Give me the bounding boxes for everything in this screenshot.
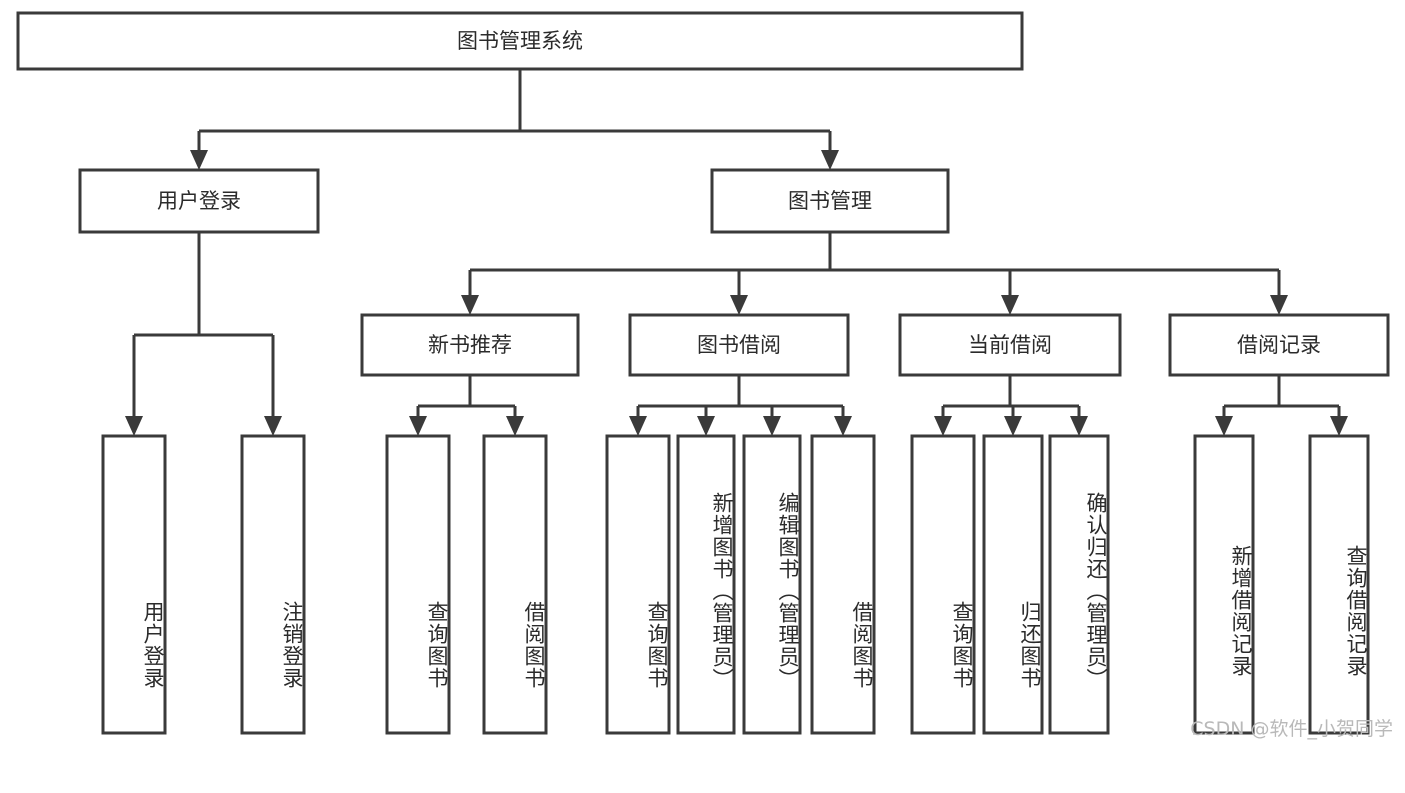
arrow-head-leaf-return-book <box>1004 416 1022 436</box>
node-leaf-edit-book-admin[interactable] <box>742 434 802 735</box>
node-borrow-record[interactable] <box>1168 313 1390 377</box>
node-book-manage-label: 图书管理 <box>788 189 872 213</box>
node-leaf-user-login[interactable] <box>101 434 167 735</box>
arrow-head-new-book-recommend <box>461 295 479 315</box>
tree-diagram-svg: 图书管理系统 用户登录 图书管理 新书推荐 图书借阅 当前借阅 借阅记录 <box>16 11 1390 735</box>
connector-layer <box>125 69 1348 436</box>
node-leaf-return-book[interactable] <box>982 434 1044 735</box>
node-new-book-recommend[interactable] <box>360 313 580 377</box>
arrow-head-user-login <box>190 150 208 170</box>
arrow-head-book-borrow <box>730 295 748 315</box>
arrow-head-leaf-logout <box>264 416 282 436</box>
arrow-head-current-borrow <box>1001 295 1019 315</box>
arrow-head-leaf-query-borrow-record <box>1330 416 1348 436</box>
node-leaf-add-borrow-record[interactable] <box>1193 434 1255 735</box>
node-book-borrow-label: 图书借阅 <box>697 333 781 357</box>
arrow-head-leaf-user-login <box>125 416 143 436</box>
arrow-head-leaf-confirm-return-admin <box>1070 416 1088 436</box>
node-root[interactable] <box>16 11 1024 71</box>
node-leaf-query-book-current[interactable] <box>910 434 976 735</box>
node-leaf-confirm-return-admin[interactable] <box>1048 434 1110 735</box>
arrow-head-leaf-add-book-admin <box>697 416 715 436</box>
node-leaf-borrow-book[interactable] <box>810 434 876 735</box>
node-new-book-recommend-label: 新书推荐 <box>428 333 512 357</box>
arrow-head-leaf-query-book-borrow <box>629 416 647 436</box>
arrow-head-leaf-add-borrow-record <box>1215 416 1233 436</box>
arrow-head-leaf-query-book-current <box>934 416 952 436</box>
arrow-head-book-manage <box>821 150 839 170</box>
node-book-manage[interactable] <box>710 168 950 234</box>
arrow-head-leaf-borrow-book <box>834 416 852 436</box>
arrow-head-leaf-edit-book-admin <box>763 416 781 436</box>
node-leaf-query-borrow-record[interactable] <box>1308 434 1370 735</box>
node-leaf-borrow-book-recommend[interactable] <box>482 434 548 735</box>
node-leaf-query-book-borrow[interactable] <box>605 434 671 735</box>
csdn-watermark: CSDN @软件_小贺同学 <box>1190 718 1393 740</box>
node-leaf-logout[interactable] <box>240 434 306 735</box>
arrow-head-leaf-query-book-recommend <box>409 416 427 436</box>
node-root-label: 图书管理系统 <box>457 29 583 53</box>
node-layer: 图书管理系统 用户登录 图书管理 新书推荐 图书借阅 当前借阅 借阅记录 <box>16 11 1390 735</box>
arrow-head-leaf-borrow-book-recommend <box>506 416 524 436</box>
node-book-borrow[interactable] <box>628 313 850 377</box>
node-leaf-query-book-recommend[interactable] <box>385 434 451 735</box>
arrow-head-borrow-record <box>1270 295 1288 315</box>
node-leaf-add-book-admin[interactable] <box>676 434 736 735</box>
node-current-borrow-label: 当前借阅 <box>968 333 1052 357</box>
node-user-login-label: 用户登录 <box>157 189 241 213</box>
node-borrow-record-label: 借阅记录 <box>1237 333 1321 357</box>
flowchart-canvas: 图书管理系统 用户登录 图书管理 新书推荐 图书借阅 当前借阅 借阅记录 <box>16 11 1393 740</box>
node-current-borrow[interactable] <box>898 313 1122 377</box>
node-user-login[interactable] <box>78 168 320 234</box>
